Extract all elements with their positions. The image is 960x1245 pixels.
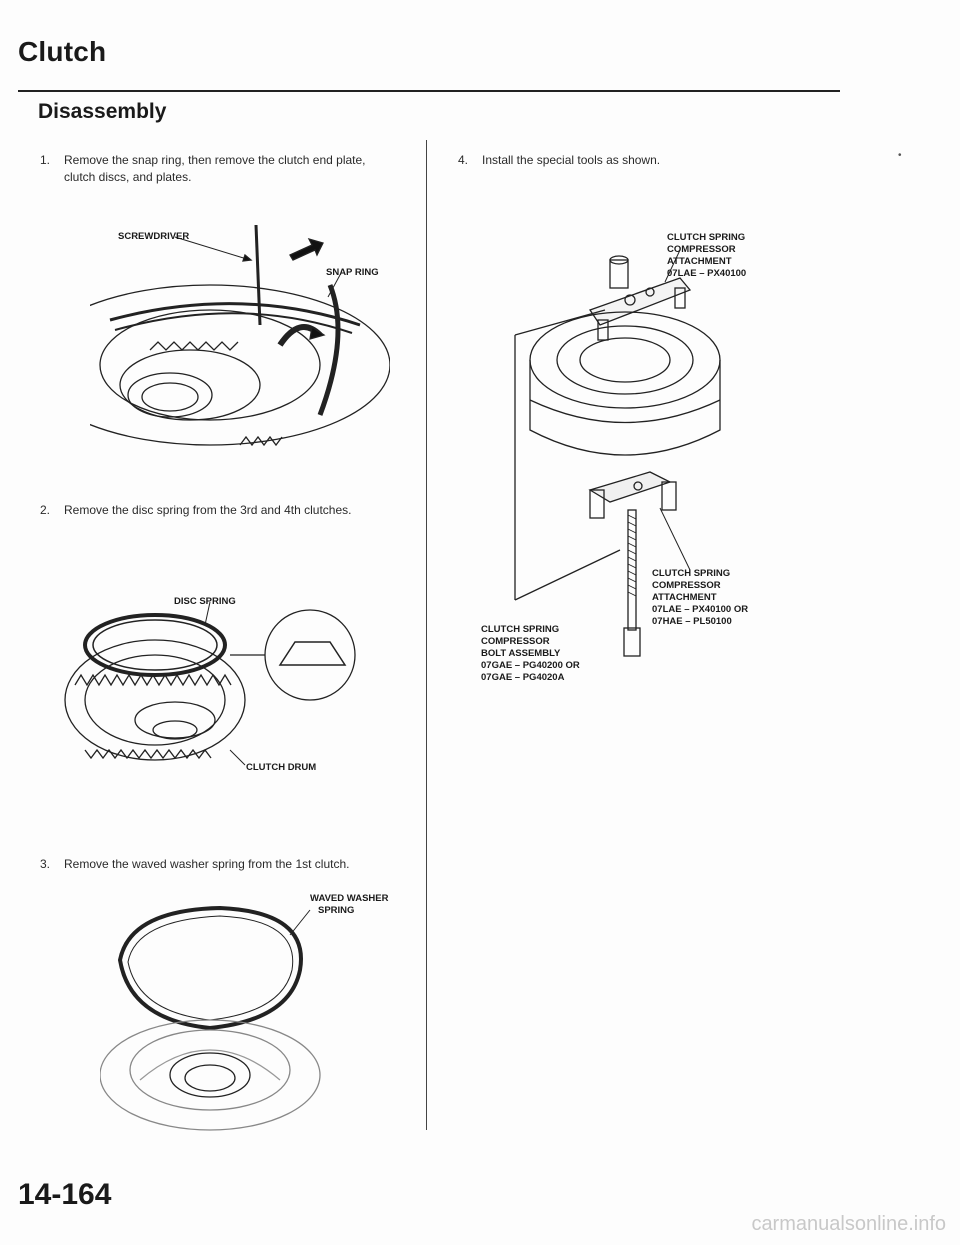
bottom-attachment-label-2: COMPRESSOR	[652, 580, 721, 591]
step-2: 2. Remove the disc spring from the 3rd a…	[40, 502, 394, 519]
step-4: 4. Install the special tools as shown.	[458, 152, 852, 169]
bottom-attachment-label-3: ATTACHMENT	[652, 592, 717, 603]
snap-ring-removal-figure	[90, 224, 390, 447]
top-attachment-label-3: ATTACHMENT	[667, 256, 732, 267]
step-text: Remove the snap ring, then remove the cl…	[64, 153, 366, 184]
top-attachment-label-1: CLUTCH SPRING	[667, 232, 746, 243]
title-rule	[18, 90, 840, 92]
bottom-attachment-label-5: 07HAE – PL50100	[652, 616, 732, 627]
screwdriver-label: SCREWDRIVER	[118, 231, 190, 242]
bolt-assembly-label-3: BOLT ASSEMBLY	[481, 648, 561, 659]
stray-mark: •	[898, 150, 902, 161]
page-number: 14-164	[18, 1178, 112, 1211]
step-number: 3.	[40, 857, 51, 871]
special-tools-figure	[514, 250, 721, 657]
bottom-attachment-label-1: CLUTCH SPRING	[652, 568, 731, 579]
top-attachment-label-2: COMPRESSOR	[667, 244, 736, 255]
bolt-assembly-label-5: 07GAE – PG4020A	[481, 672, 565, 683]
disc-spring-label: DISC SPRING	[174, 596, 236, 607]
clutch-drum-label: CLUTCH DRUM	[246, 762, 317, 773]
snap-ring-label: SNAP RING	[326, 267, 379, 278]
step-text: Remove the disc spring from the 3rd and …	[64, 503, 352, 517]
step-number: 2.	[40, 503, 51, 517]
step-text: Remove the waved washer spring from the …	[64, 857, 350, 871]
top-attachment-label-4: 07LAE – PX40100	[667, 268, 747, 279]
column-divider	[426, 140, 427, 1130]
watermark: carmanualsonline.info	[751, 1213, 946, 1235]
step-number: 4.	[458, 153, 469, 167]
bottom-attachment-label-4: 07LAE – PX40100 or	[652, 604, 749, 615]
step-3: 3. Remove the waved washer spring from t…	[40, 856, 394, 873]
page-title: Clutch	[18, 36, 107, 67]
bolt-assembly-label-4: 07GAE – PG40200 or	[481, 660, 580, 671]
waved-washer-label: WAVED WASHER	[310, 893, 389, 904]
bolt-assembly-label-2: COMPRESSOR	[481, 636, 550, 647]
step-number: 1.	[40, 153, 51, 167]
waved-washer-label-2: SPRING	[318, 905, 355, 916]
step-text: Install the special tools as shown.	[482, 153, 661, 167]
section-title: Disassembly	[38, 100, 167, 123]
waved-washer-spring-figure	[100, 905, 321, 1131]
step-1: 1. Remove the snap ring, then remove the…	[40, 152, 394, 186]
disc-spring-figure	[64, 601, 356, 766]
bolt-assembly-label-1: CLUTCH SPRING	[481, 624, 560, 635]
